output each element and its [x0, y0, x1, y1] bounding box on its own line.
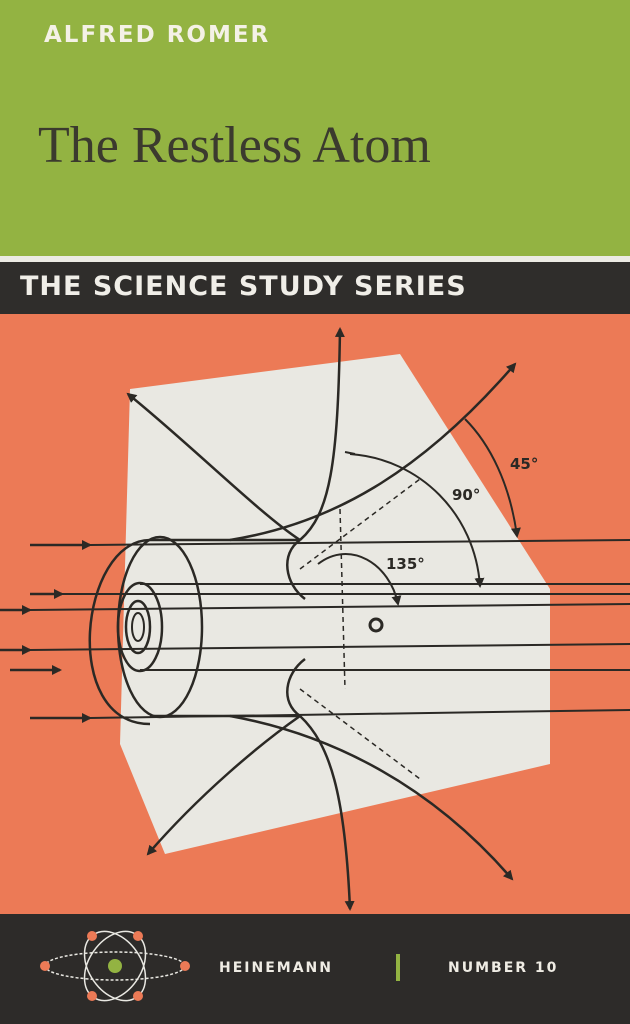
author-name: ALFRED ROMER: [44, 22, 271, 48]
series-title: THE SCIENCE STUDY SERIES: [20, 271, 467, 302]
atom-logo-icon: [40, 930, 190, 1002]
cover-illustration: 45° 90° 135°: [0, 314, 630, 914]
nucleus: [368, 617, 384, 633]
publisher-name: HEINEMANN: [219, 960, 333, 976]
scattering-diagram: 45° 90° 135°: [0, 327, 630, 911]
footer-bar: [0, 914, 630, 1024]
footer-divider: [396, 954, 400, 981]
angle-135-label: 135°: [386, 555, 425, 573]
series-bar: [0, 262, 630, 314]
series-number: NUMBER 10: [448, 960, 559, 976]
book-title: The Restless Atom: [38, 117, 431, 174]
top-panel: [0, 0, 630, 256]
beam-loop: [88, 538, 151, 726]
divider-stripe: [0, 256, 630, 262]
angle-90-label: 90°: [452, 486, 480, 504]
angle-45-label: 45°: [510, 455, 538, 473]
